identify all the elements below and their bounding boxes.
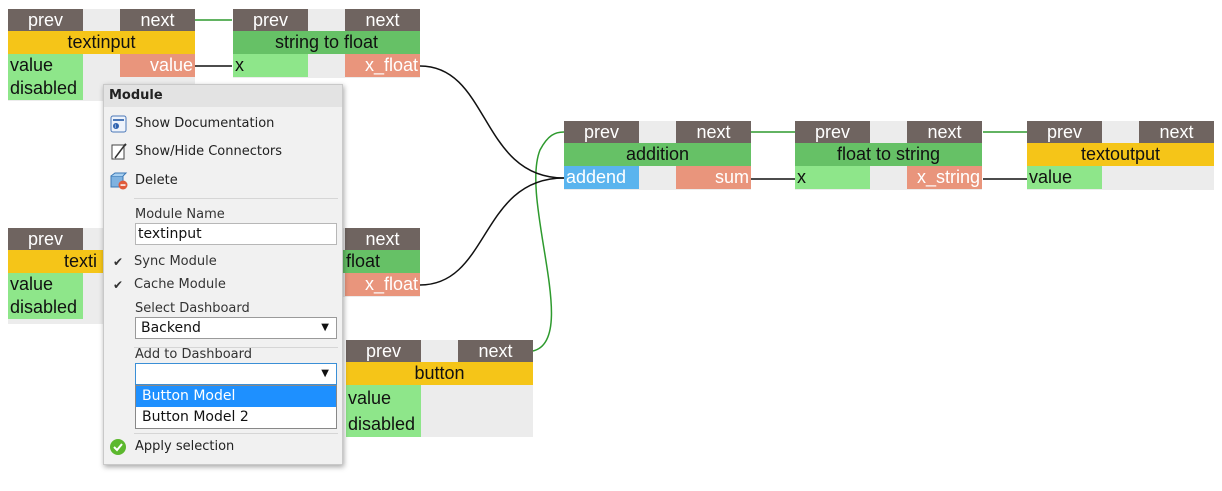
show-documentation-item[interactable]: i Show Documentation xyxy=(109,114,274,134)
menu-separator xyxy=(134,433,338,434)
dashboard-options-list: Button Model Button Model 2 xyxy=(135,385,337,429)
node-title[interactable]: addition xyxy=(564,143,751,166)
node-button[interactable]: prev next button value disabled xyxy=(346,340,533,437)
input-pin-disabled[interactable]: disabled xyxy=(8,77,83,100)
input-pin-value[interactable]: value xyxy=(1027,166,1102,189)
delete-icon xyxy=(109,172,129,190)
output-pin-value[interactable]: value xyxy=(120,54,195,77)
sync-module-checkbox[interactable]: ✔Sync Module xyxy=(113,254,217,269)
next-port[interactable]: next xyxy=(120,9,195,31)
node-title[interactable]: string to float xyxy=(233,31,420,54)
next-port[interactable]: next xyxy=(458,340,533,362)
input-pin-disabled[interactable]: disabled xyxy=(346,411,421,437)
next-port[interactable]: next xyxy=(345,228,420,250)
node-textinput[interactable]: prev next textinput value value disabled xyxy=(8,9,195,101)
menu-title: Module xyxy=(104,85,342,107)
data-wire xyxy=(419,177,565,286)
prev-port[interactable]: prev xyxy=(1027,121,1102,143)
menu-separator xyxy=(134,347,338,348)
menu-separator xyxy=(134,198,338,199)
prev-port[interactable]: prev xyxy=(8,9,83,31)
data-wire xyxy=(419,65,565,179)
node-title[interactable]: float to string xyxy=(795,143,982,166)
node-title[interactable]: textoutput xyxy=(1027,143,1214,166)
svg-text:i: i xyxy=(115,124,116,130)
prev-port[interactable]: prev xyxy=(346,340,421,362)
node-string-to-float[interactable]: prev next string to float x x_float xyxy=(233,9,420,78)
input-pin-value[interactable]: value xyxy=(8,54,83,77)
select-dashboard-dropdown[interactable]: Backend▼ xyxy=(135,317,337,339)
output-pin-sum[interactable]: sum xyxy=(676,166,751,189)
dropdown-arrow-icon: ▼ xyxy=(321,368,329,379)
select-dashboard-label: Select Dashboard xyxy=(135,301,250,316)
documentation-icon: i xyxy=(109,115,129,133)
output-pin-x-string[interactable]: x_string xyxy=(907,166,982,189)
node-textoutput[interactable]: prev next textoutput value xyxy=(1027,121,1214,190)
delete-item[interactable]: Delete xyxy=(109,171,178,191)
prev-port[interactable]: prev xyxy=(795,121,870,143)
prev-port[interactable]: prev xyxy=(8,228,83,250)
next-port[interactable]: next xyxy=(676,121,751,143)
add-dashboard-label: Add to Dashboard xyxy=(135,347,253,362)
module-context-menu: Module i Show Documentation Show/Hide Co… xyxy=(103,84,343,465)
dropdown-arrow-icon: ▼ xyxy=(321,322,329,333)
dashboard-option[interactable]: Button Model xyxy=(136,386,336,407)
prev-port[interactable]: prev xyxy=(564,121,639,143)
checkmark-icon: ✔ xyxy=(113,277,124,292)
next-port[interactable]: next xyxy=(1139,121,1214,143)
next-port[interactable]: next xyxy=(907,121,982,143)
node-addition[interactable]: prev next addition addend sum xyxy=(564,121,751,190)
module-name-input[interactable]: textinput xyxy=(135,223,337,245)
dashboard-option[interactable]: Button Model 2 xyxy=(142,409,249,425)
output-pin-x-float[interactable]: x_float xyxy=(345,273,420,296)
node-title[interactable]: button xyxy=(346,362,533,385)
next-port[interactable]: next xyxy=(345,9,420,31)
show-hide-connectors-item[interactable]: Show/Hide Connectors xyxy=(109,142,282,162)
input-pin-value[interactable]: value xyxy=(8,273,83,296)
flow-wire xyxy=(532,131,565,352)
add-dashboard-dropdown[interactable]: ▼ xyxy=(135,363,337,385)
prev-port[interactable]: prev xyxy=(233,9,308,31)
input-pin-x[interactable]: x xyxy=(233,54,308,77)
output-pin-x-float[interactable]: x_float xyxy=(345,54,420,77)
input-pin-disabled[interactable]: disabled xyxy=(8,296,83,319)
cache-module-checkbox[interactable]: ✔Cache Module xyxy=(113,277,226,292)
module-name-label: Module Name xyxy=(135,207,225,222)
input-pin-value[interactable]: value xyxy=(346,385,421,411)
connectors-icon xyxy=(109,143,129,161)
node-float-to-string[interactable]: prev next float to string x x_string xyxy=(795,121,982,190)
node-title[interactable]: textinput xyxy=(8,31,195,54)
input-pin-x[interactable]: x xyxy=(795,166,870,189)
input-pin-addend[interactable]: addend xyxy=(564,166,639,189)
check-circle-icon xyxy=(109,438,129,456)
checkmark-icon: ✔ xyxy=(113,254,124,269)
apply-selection-item[interactable]: Apply selection xyxy=(109,437,234,457)
